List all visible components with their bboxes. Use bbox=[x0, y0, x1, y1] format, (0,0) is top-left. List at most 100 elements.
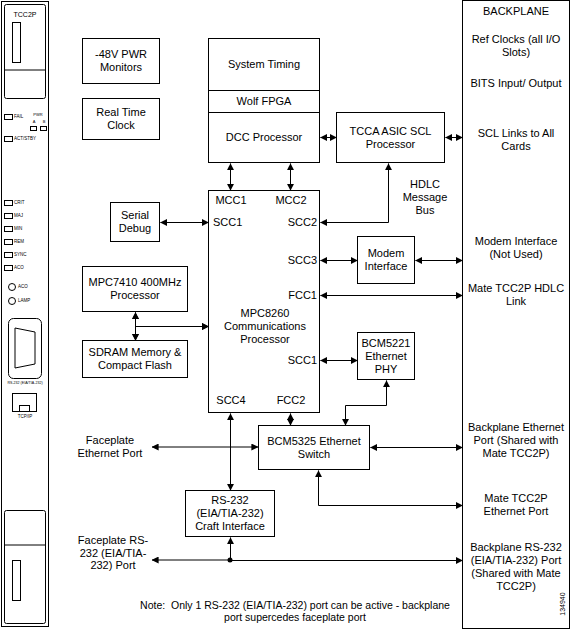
port-label: Ref Clocks (all I/O Slots) bbox=[467, 33, 565, 59]
fpga-box: Wolf FPGA bbox=[208, 90, 320, 113]
port-label: SCC2 bbox=[267, 216, 317, 229]
faceplate-rs232-line bbox=[152, 560, 230, 561]
port-label: MCC1 bbox=[213, 194, 249, 207]
faceplate-label: RS-232 (EIA/TIA-232) bbox=[3, 381, 47, 385]
led bbox=[5, 227, 13, 232]
faceplate-label: TCP/IP bbox=[6, 414, 44, 419]
latch-slot bbox=[13, 23, 21, 63]
annotation-label: Faceplate RS-232 (EIA/TIA-232) Port bbox=[76, 534, 150, 572]
box-label: RS-232 (EIA/TIA-232) Craft Interface bbox=[186, 493, 274, 534]
processor-box: DCC Processor bbox=[208, 112, 320, 163]
box-label: BCM5221 Ethernet PHY bbox=[358, 336, 414, 377]
faceplate-label: REM bbox=[14, 239, 44, 244]
port-label: Backplane Ethernet Port (Shared with Mat… bbox=[467, 421, 565, 460]
port-label: FCC2 bbox=[273, 394, 309, 407]
bus-connector bbox=[230, 164, 231, 191]
bus-connector bbox=[319, 471, 463, 506]
debug-box: Serial Debug bbox=[110, 202, 160, 242]
led bbox=[41, 127, 47, 131]
box-label: Modem Interface bbox=[358, 246, 414, 274]
led bbox=[5, 201, 13, 206]
bus-connector bbox=[321, 260, 358, 261]
box-label: MPC7410 400MHz Processor bbox=[83, 275, 187, 303]
bus-connector bbox=[290, 164, 291, 191]
box-label: SDRAM Memory & Compact Flash bbox=[83, 345, 187, 373]
port-label: SCC4 bbox=[213, 394, 249, 407]
monitor-box: -48V PWR Monitors bbox=[82, 38, 160, 84]
port-label: SCC3 bbox=[267, 254, 317, 267]
timing-box: System Timing bbox=[208, 38, 320, 91]
interface-box: Modem Interface bbox=[357, 236, 415, 284]
processor-box: MPC8260 Communications ProcessorMCC1MCC2… bbox=[208, 190, 320, 413]
box-label: DCC Processor bbox=[223, 130, 305, 145]
latch-slot bbox=[13, 561, 21, 601]
connector-label: HDLC Message Bus bbox=[394, 178, 456, 217]
led bbox=[5, 253, 13, 258]
led bbox=[5, 266, 13, 271]
led bbox=[5, 137, 13, 142]
bus-connector bbox=[136, 313, 209, 327]
led bbox=[5, 115, 13, 120]
annotation-label: Faceplate Ethernet Port bbox=[70, 434, 150, 459]
bus-connector bbox=[346, 381, 387, 426]
port-label: Backplane RS-232 (EIA/TIA-232) Port (Sha… bbox=[467, 541, 565, 593]
bus-connector bbox=[371, 447, 463, 448]
led bbox=[31, 127, 37, 131]
card-faceplate bbox=[2, 2, 49, 627]
port-label: SCC1 bbox=[267, 354, 317, 367]
faceplate-label: LAMP bbox=[18, 298, 46, 303]
box-label: Wolf FPGA bbox=[234, 94, 295, 109]
push-button bbox=[9, 284, 16, 291]
bus-connector bbox=[321, 295, 463, 296]
port-label: MCC2 bbox=[273, 194, 309, 207]
rj45-latch bbox=[20, 406, 30, 412]
bus-connector bbox=[290, 414, 291, 426]
memory-box: SDRAM Memory & Compact Flash bbox=[82, 340, 188, 378]
bus-connector bbox=[136, 327, 209, 341]
box-label: Real Time Clock bbox=[83, 105, 159, 133]
interface-box: RS-232 (EIA/TIA-232) Craft Interface bbox=[185, 490, 275, 537]
port-label: FCC1 bbox=[267, 289, 317, 302]
port-label: SCC1 bbox=[213, 216, 257, 229]
port-label: SCL Links to All Cards bbox=[467, 127, 565, 153]
faceplate-label: ACT/STBY bbox=[14, 136, 48, 141]
processor-box: MPC7410 400MHz Processor bbox=[82, 266, 188, 312]
faceplate-label: CRIT bbox=[14, 200, 44, 205]
asic-box: TCCA ASIC SCL Processor bbox=[336, 112, 445, 163]
faceplate-label: MIN bbox=[14, 226, 44, 231]
push-button bbox=[9, 298, 16, 305]
port-label: Modem Interface (Not Used) bbox=[467, 235, 565, 261]
faceplate-label: MAJ bbox=[14, 213, 44, 218]
port-label: Mate TCC2P HDLC Link bbox=[467, 282, 565, 308]
led bbox=[5, 240, 13, 245]
faceplate-label: ACO bbox=[14, 265, 44, 270]
clock-box: Real Time Clock bbox=[82, 98, 160, 140]
box-label: BCM5325 Ethernet Switch bbox=[259, 434, 369, 462]
faceplate-label: B bbox=[40, 120, 48, 125]
bus-connector bbox=[321, 164, 389, 223]
bus-connector bbox=[321, 137, 337, 138]
figure-number: 134940 bbox=[559, 589, 567, 619]
rj45-jack bbox=[13, 394, 37, 412]
latch-line bbox=[5, 70, 46, 71]
switch-box: BCM5325 Ethernet Switch bbox=[258, 425, 370, 470]
faceplate-label: TCC2P bbox=[6, 11, 44, 19]
faceplate-label: SYNC bbox=[14, 252, 44, 257]
box-label: TCCA ASIC SCL Processor bbox=[337, 124, 444, 152]
bus-connector bbox=[231, 538, 463, 561]
phy-box: BCM5221 Ethernet PHY bbox=[357, 332, 415, 380]
faceplate-label: PWR bbox=[29, 113, 47, 118]
faceplate-label: ACO bbox=[18, 284, 46, 289]
ejector-latch bbox=[5, 5, 46, 99]
bus-connector bbox=[321, 360, 358, 361]
db9-connector bbox=[9, 319, 42, 379]
faceplate-label: A bbox=[30, 120, 38, 125]
latch-line bbox=[5, 545, 46, 546]
bus-connector bbox=[416, 260, 463, 261]
faceplate-ethernet-line bbox=[152, 447, 258, 448]
port-label: BITS Input/ Output bbox=[467, 77, 565, 90]
faceplate-label: FAIL bbox=[14, 114, 34, 119]
bus-connector bbox=[230, 414, 231, 491]
box-label: BACKPLANE bbox=[467, 5, 565, 18]
